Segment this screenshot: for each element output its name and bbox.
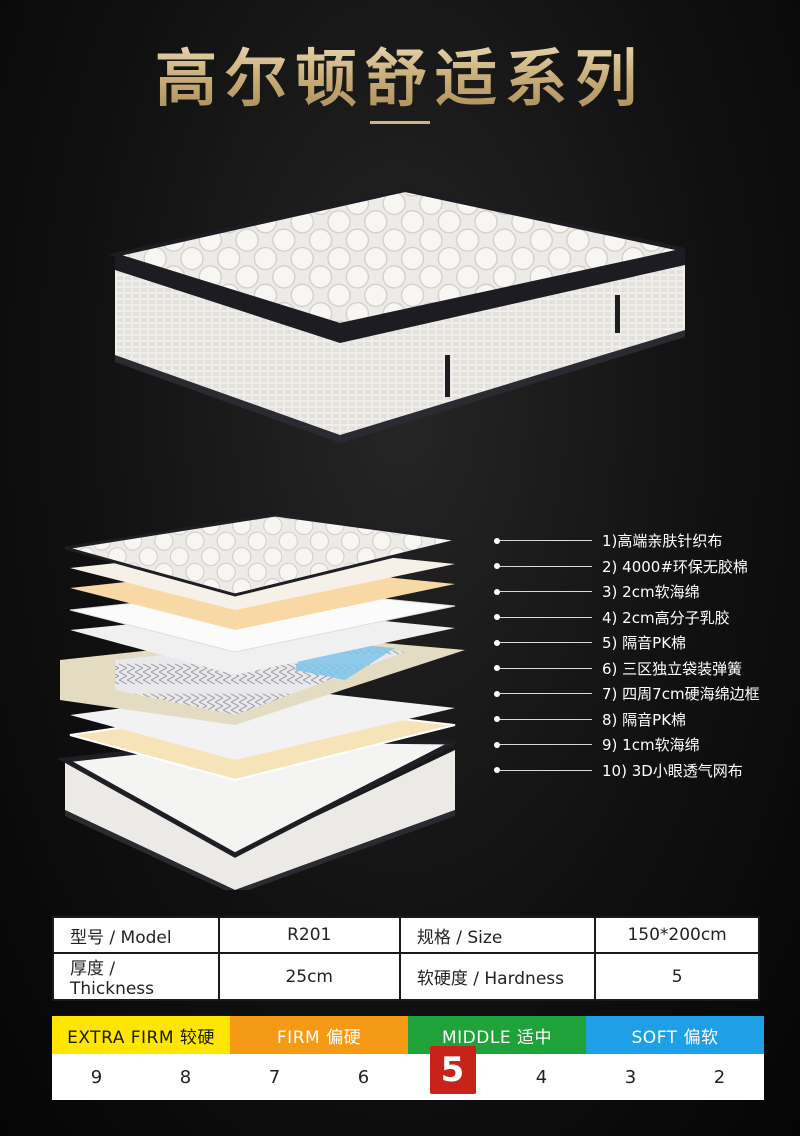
bullet-dot-icon (494, 588, 500, 595)
band-firm: FIRM 偏硬 (230, 1016, 408, 1054)
layer-label: 10) 3D小眼透气网布 (602, 761, 743, 780)
layer-item: 2) 4000#环保无胶棉 (490, 554, 790, 580)
hardness-number: 6 (357, 1066, 370, 1088)
layer-label: 8) 隔音PK棉 (602, 710, 687, 729)
layer-label: 4) 2cm高分子乳胶 (602, 608, 730, 627)
leader-line (500, 667, 592, 669)
leader-line (500, 769, 592, 771)
hardness-value: 5 (594, 952, 760, 1001)
hardness-number: 7 (268, 1066, 281, 1088)
bullet-dot-icon (494, 537, 500, 544)
model-label: 型号 / Model (52, 916, 220, 954)
leader-line (500, 616, 592, 618)
hardness-bands: EXTRA FIRM 较硬 FIRM 偏硬 MIDDLE 适中 SOFT 偏软 (52, 1016, 764, 1054)
layer-label: 5) 隔音PK棉 (602, 634, 687, 653)
mattress-layers-image (56, 513, 465, 890)
spec-table: 型号 / Model R201 规格 / Size 150*200cm 厚度 /… (52, 916, 760, 1001)
layer-item: 4) 2cm高分子乳胶 (490, 605, 790, 631)
hardness-number: 2 (713, 1066, 726, 1088)
leader-line (500, 591, 592, 593)
layer-item: 1)高端亲肤针织布 (490, 528, 790, 554)
layer-item: 10) 3D小眼透气网布 (490, 758, 790, 784)
leader-line (500, 744, 592, 746)
leader-line (500, 693, 592, 695)
size-label: 规格 / Size (398, 916, 597, 954)
bullet-dot-icon (494, 563, 500, 570)
hardness-number: 8 (179, 1066, 192, 1088)
layer-item: 9) 1cm软海绵 (490, 732, 790, 758)
hardness-number: 4 (535, 1066, 548, 1088)
layer-item: 5) 隔音PK棉 (490, 630, 790, 656)
layer-item: 6) 三区独立袋装弹簧 (490, 656, 790, 682)
model-value: R201 (217, 916, 401, 954)
layer-label: 1)高端亲肤针织布 (602, 532, 723, 551)
hardness-scale: EXTRA FIRM 较硬 FIRM 偏硬 MIDDLE 适中 SOFT 偏软 … (52, 1016, 764, 1100)
thickness-label: 厚度 / Thickness (52, 952, 220, 1001)
band-soft: SOFT 偏软 (586, 1016, 764, 1054)
bullet-dot-icon (494, 716, 500, 723)
band-label: FIRM 偏硬 (276, 1027, 362, 1048)
page-title: 高尔顿舒适系列 (0, 28, 800, 118)
leader-line (500, 642, 592, 644)
layer-label: 7) 四周7cm硬海绵边框 (602, 685, 760, 704)
thickness-value: 25cm (217, 952, 401, 1001)
band-extra-firm: EXTRA FIRM 较硬 (52, 1016, 230, 1054)
band-label: SOFT 偏软 (631, 1027, 719, 1048)
table-row: 型号 / Model R201 规格 / Size 150*200cm (52, 916, 760, 954)
layer-label: 6) 三区独立袋装弹簧 (602, 659, 743, 678)
bullet-dot-icon (494, 614, 500, 621)
leader-line (500, 718, 592, 720)
band-label: MIDDLE 适中 (442, 1027, 552, 1048)
size-value: 150*200cm (594, 916, 760, 954)
layer-list: 1)高端亲肤针织布 2) 4000#环保无胶棉 3) 2cm软海绵 4) 2cm… (490, 528, 790, 783)
layer-label: 2) 4000#环保无胶棉 (602, 557, 748, 576)
layer-item: 8) 隔音PK棉 (490, 707, 790, 733)
title-divider (370, 121, 430, 124)
layer-label: 9) 1cm软海绵 (602, 736, 700, 755)
hardness-numbers: 9 8 7 6 5 4 3 2 (52, 1046, 764, 1100)
bullet-dot-icon (494, 639, 500, 646)
hardness-number: 3 (624, 1066, 637, 1088)
bullet-dot-icon (494, 665, 500, 672)
bullet-dot-icon (494, 767, 500, 774)
leader-line (500, 565, 592, 567)
layer-item: 3) 2cm软海绵 (490, 579, 790, 605)
hardness-number: 9 (90, 1066, 103, 1088)
table-row: 厚度 / Thickness 25cm 软硬度 / Hardness 5 (52, 952, 760, 1001)
bullet-dot-icon (494, 741, 500, 748)
mattress-hero-image (107, 187, 686, 443)
band-label: EXTRA FIRM 较硬 (67, 1027, 215, 1048)
hardness-number-selected: 5 (408, 1046, 497, 1100)
layer-label: 3) 2cm软海绵 (602, 583, 700, 602)
bullet-dot-icon (494, 690, 500, 697)
hardness-label: 软硬度 / Hardness (398, 952, 597, 1001)
leader-line (500, 540, 592, 542)
layer-item: 7) 四周7cm硬海绵边框 (490, 681, 790, 707)
